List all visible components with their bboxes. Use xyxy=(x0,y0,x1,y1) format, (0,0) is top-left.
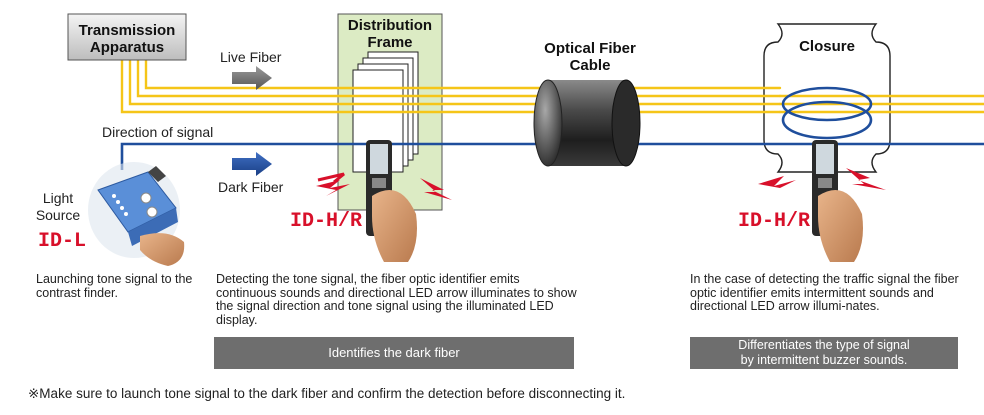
dark-fiber-arrow xyxy=(232,152,272,176)
optical-fiber-cable xyxy=(533,79,641,167)
closure-coil xyxy=(781,86,873,140)
light-source-description: Launching tone signal to the contrast fi… xyxy=(36,272,193,300)
light-source-label: Light Source xyxy=(35,190,81,223)
intermittent-buzzer-bar: Differentiates the type of signal by int… xyxy=(690,337,958,369)
intermittent-bar-line-1: Differentiates the type of signal xyxy=(738,338,910,352)
dark-fiber-label: Dark Fiber xyxy=(218,179,284,195)
transmission-apparatus-box xyxy=(67,13,187,61)
closure-shape xyxy=(763,23,891,173)
distribution-frame-label: Distribution Frame xyxy=(347,17,433,51)
light-source-device xyxy=(88,162,185,266)
id-hr-left-label: ID-H/R xyxy=(290,210,363,233)
id-l-label: ID-L xyxy=(38,230,87,253)
intermittent-bar-line-2: by intermittent buzzer sounds. xyxy=(740,353,908,367)
optical-fiber-cable-label: Optical Fiber Cable xyxy=(544,40,636,74)
direction-of-signal-label: Direction of signal xyxy=(102,124,214,140)
identifier-left xyxy=(316,140,452,262)
identifies-dark-fiber-bar: Identifies the dark fiber xyxy=(214,337,574,369)
id-hr-right-label: ID-H/R xyxy=(738,210,811,233)
identifier-right xyxy=(758,140,886,262)
closure-description: In the case of detecting the traffic sig… xyxy=(690,272,959,313)
live-fiber-arrow xyxy=(232,66,272,90)
closure-label: Closure xyxy=(799,38,855,55)
dark-fiber-line xyxy=(120,142,984,170)
footnote: ※Make sure to launch tone signal to the … xyxy=(28,386,626,401)
transmission-apparatus-label: Transmission Apparatus xyxy=(78,22,176,56)
distribution-description: Detecting the tone signal, the fiber opt… xyxy=(216,272,577,327)
live-fiber-label: Live Fiber xyxy=(220,49,282,65)
